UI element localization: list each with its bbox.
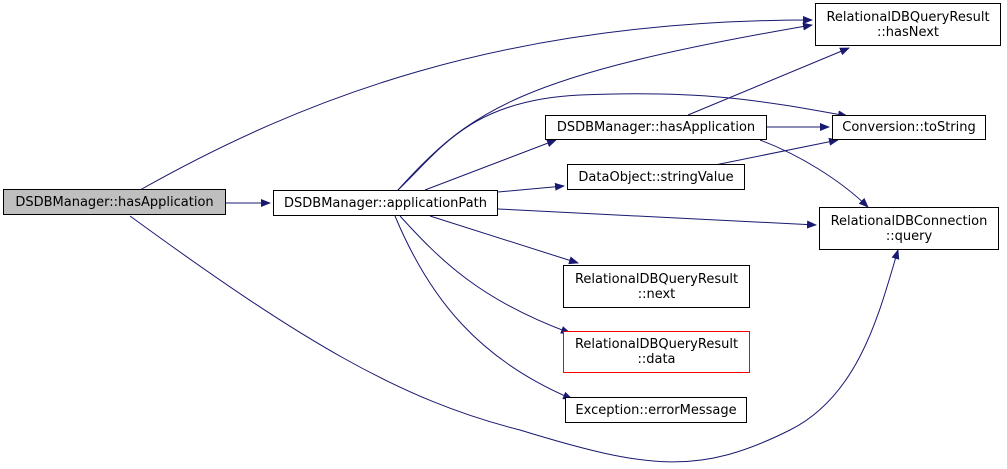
node-toString[interactable]: Conversion::toString bbox=[832, 115, 986, 140]
edge-root-to-hasNext bbox=[139, 16, 813, 191]
node-data-label-line2: ::data bbox=[637, 352, 676, 367]
node-next[interactable]: RelationalDBQueryResult ::next bbox=[563, 265, 750, 308]
node-root-label: DSDBManager::hasApplication bbox=[15, 194, 214, 210]
edge-hasApplication2-to-query bbox=[759, 139, 869, 208]
node-toString-label: Conversion::toString bbox=[842, 120, 976, 135]
edge-stringValue-to-toString bbox=[714, 137, 839, 166]
edge-root-to-query bbox=[129, 215, 900, 463]
node-errorMessage-label: Exception::errorMessage bbox=[575, 402, 737, 418]
node-hasNext-label-line2: ::hasNext bbox=[876, 24, 940, 40]
edge-applicationPath-to-errorMessage bbox=[394, 215, 573, 400]
node-query[interactable]: RelationalDBConnection ::query bbox=[819, 207, 999, 250]
edge-applicationPath-to-hasNext bbox=[397, 22, 813, 191]
edge-applicationPath-to-query bbox=[497, 208, 817, 229]
node-root: DSDBManager::hasApplication bbox=[3, 189, 226, 215]
node-stringValue-label: DataObject::stringValue bbox=[578, 169, 734, 185]
node-next-label-line1: RelationalDBQueryResult bbox=[574, 271, 739, 287]
edge-applicationPath-to-next bbox=[429, 215, 579, 265]
node-data[interactable]: RelationalDBQueryResult ::data bbox=[563, 331, 750, 373]
node-hasNext-label-line1: RelationalDBQueryResult bbox=[826, 9, 990, 25]
node-hasApplication2[interactable]: DSDBManager::hasApplication bbox=[545, 115, 767, 140]
node-applicationPath[interactable]: DSDBManager::applicationPath bbox=[273, 190, 498, 216]
edge-applicationPath-to-data bbox=[399, 215, 571, 334]
node-errorMessage[interactable]: Exception::errorMessage bbox=[565, 397, 747, 423]
edge-applicationPath-to-stringValue bbox=[497, 182, 565, 193]
node-query-label-line1: RelationalDBConnection bbox=[830, 213, 988, 229]
edge-applicationPath-to-hasApplication2 bbox=[424, 139, 557, 191]
node-data-label-line1: RelationalDBQueryResult bbox=[574, 337, 739, 352]
node-query-label-line2: ::query bbox=[885, 228, 933, 244]
node-next-label-line2: ::next bbox=[637, 286, 676, 302]
node-hasNext[interactable]: RelationalDBQueryResult ::hasNext bbox=[815, 3, 1001, 46]
edge-hasApplication2-to-hasNext bbox=[687, 47, 850, 116]
node-hasApplication2-label: DSDBManager::hasApplication bbox=[556, 120, 756, 135]
edge-applicationPath-to-toString bbox=[397, 93, 848, 191]
node-applicationPath-label: DSDBManager::applicationPath bbox=[284, 195, 487, 211]
node-stringValue[interactable]: DataObject::stringValue bbox=[567, 164, 745, 190]
